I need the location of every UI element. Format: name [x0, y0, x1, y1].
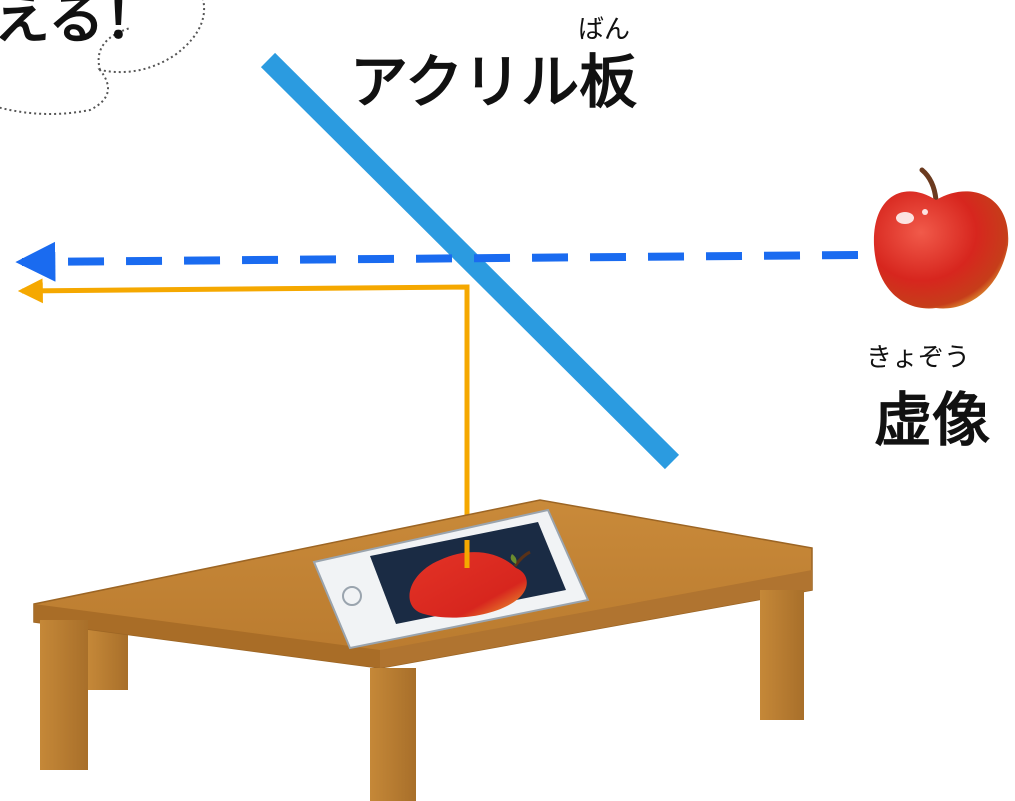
screen-apple-body: [409, 552, 527, 618]
virtual-image-ray: [15, 241, 859, 282]
table-leg-front-right: [760, 590, 804, 720]
acrylic-plate-ruby: ばん: [578, 15, 630, 45]
table-leg-front-middle: [370, 668, 416, 801]
apple-body: [873, 191, 1009, 309]
real-light-ray: [17, 278, 470, 568]
virtual-image-label: きょぞう 虚像: [866, 343, 990, 454]
virtual-image-label-text: 虚像: [874, 386, 990, 454]
speech-bubble: える！: [0, 0, 206, 115]
speech-bubble-text: える！: [0, 0, 160, 52]
acrylic-plate: [260, 52, 680, 470]
speech-bubble-outline-inner: [97, 27, 131, 71]
virtual-apple-image: [873, 167, 1009, 309]
table-side-edge: [380, 570, 812, 668]
acrylic-plate-label-text: アクリル板: [350, 48, 637, 116]
screen-apple: [409, 550, 531, 618]
apple-stem: [919, 167, 939, 203]
table-leg-front-left: [40, 620, 88, 770]
virtual-image-ruby: きょぞう: [866, 343, 970, 373]
screen-apple-leaf: [510, 554, 517, 564]
apple-highlight: [896, 212, 914, 224]
tablet: [312, 508, 590, 650]
tablet-home-button: [342, 586, 362, 606]
acrylic-plate-label: ばん アクリル板: [350, 15, 637, 116]
apple-highlight-small: [922, 209, 928, 215]
screen-apple-stem: [513, 550, 531, 567]
table-front-edge: [34, 604, 380, 668]
